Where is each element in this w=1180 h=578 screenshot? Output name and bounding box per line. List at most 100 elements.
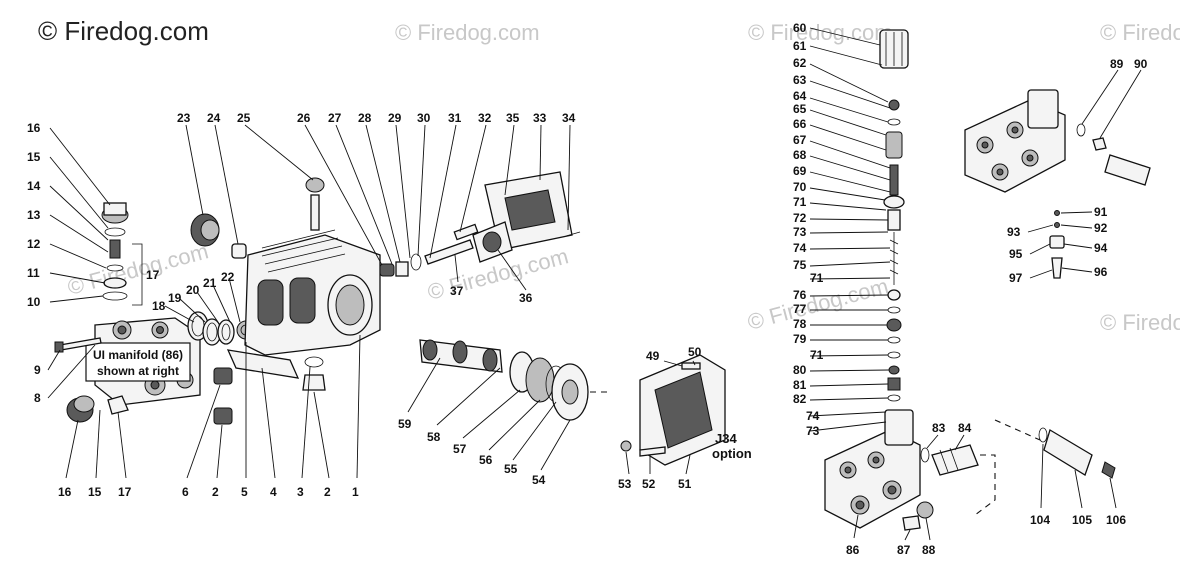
- callout-box: [85, 342, 191, 382]
- part-label: 51: [678, 477, 692, 491]
- part-label: 5: [241, 485, 248, 499]
- part-label: 90: [1134, 57, 1148, 71]
- part-label: 67: [793, 133, 807, 147]
- part-label: 8: [34, 391, 41, 405]
- part-label: 58: [427, 430, 441, 444]
- part-label: 97: [1009, 271, 1023, 285]
- part-label: 16: [58, 485, 72, 499]
- part-label: 15: [88, 485, 102, 499]
- part-label: 71: [793, 195, 807, 209]
- small-plugs: [213, 349, 326, 425]
- part-label: 64: [793, 89, 807, 103]
- part-label: 2: [212, 485, 219, 499]
- part-label: 60: [793, 21, 807, 35]
- option-line2: option: [712, 446, 752, 461]
- callout-line1: UI manifold (86): [93, 348, 183, 362]
- part-label: 82: [793, 392, 807, 406]
- part-label: 83: [932, 421, 946, 435]
- part-label: 76: [793, 288, 807, 302]
- part-label: 78: [793, 317, 807, 331]
- part-label: 18: [152, 299, 166, 313]
- part-label: 50: [688, 345, 702, 359]
- part-label: 27: [328, 111, 342, 125]
- watermark: © Firedog.com: [748, 20, 893, 45]
- part-label: 53: [618, 477, 632, 491]
- manifold-86: [824, 409, 1116, 531]
- part-label: 63: [793, 73, 807, 87]
- part-label: 34: [562, 111, 576, 125]
- connecting-rod-parts: [379, 171, 581, 277]
- part-label: 12: [27, 237, 41, 251]
- part-label: 3: [297, 485, 304, 499]
- part-label: 71: [810, 271, 824, 285]
- part-label: 54: [532, 473, 546, 487]
- watermark: © Firedog.com: [38, 16, 209, 46]
- part-label: 52: [642, 477, 656, 491]
- part-label: 28: [358, 111, 372, 125]
- j34-flange: J34 option: [620, 354, 752, 466]
- part-label: 33: [533, 111, 547, 125]
- part-label: 93: [1007, 225, 1021, 239]
- part-label: 6: [182, 485, 189, 499]
- watermark: © Firedog.com: [395, 20, 540, 45]
- part-number-labels: 16 15 14 13 12 11 10 17 9 8 16 15 17 18 …: [27, 21, 1148, 557]
- part-label: 71: [810, 348, 824, 362]
- part-label: 21: [203, 276, 217, 290]
- part-label: 24: [207, 111, 221, 125]
- watermark: © Firedog.com: [1100, 310, 1180, 335]
- part-label: 86: [846, 543, 860, 557]
- part-label: 94: [1094, 241, 1108, 255]
- part-label: 15: [27, 150, 41, 164]
- part-label: 95: [1009, 247, 1023, 261]
- part-label: 73: [793, 225, 807, 239]
- part-label: 74: [806, 409, 820, 423]
- part-label: 16: [27, 121, 41, 135]
- part-label: 91: [1094, 205, 1108, 219]
- part-label: 29: [388, 111, 402, 125]
- part-label: 96: [1094, 265, 1108, 279]
- part-label: 10: [27, 295, 41, 309]
- part-label: 79: [793, 332, 807, 346]
- part-label: 26: [297, 111, 311, 125]
- part-label: 9: [34, 363, 41, 377]
- part-label: 37: [450, 284, 464, 298]
- leader-lines: [47, 27, 1142, 541]
- part-label: 59: [398, 417, 412, 431]
- part-label: 87: [897, 543, 911, 557]
- part-label: 75: [793, 258, 807, 272]
- part-label: 32: [478, 111, 492, 125]
- crankcase: [190, 177, 381, 356]
- part-label: 49: [646, 349, 660, 363]
- watermark: © Firedog.com: [1100, 20, 1180, 45]
- part-label: 56: [479, 453, 493, 467]
- part-label: 2: [324, 485, 331, 499]
- part-label: 13: [27, 208, 41, 222]
- part-label: 73: [806, 424, 820, 438]
- part-label: 77: [793, 302, 807, 316]
- part-label: 105: [1072, 513, 1092, 527]
- seal-rings: [187, 311, 256, 346]
- part-label: 30: [417, 111, 431, 125]
- part-label: 68: [793, 148, 807, 162]
- manifold-assembly-left: UI manifold (86) shown at right: [54, 202, 201, 423]
- part-label: 62: [793, 56, 807, 70]
- part-label: 1: [352, 485, 359, 499]
- crankshaft: [419, 339, 610, 421]
- part-label: 25: [237, 111, 251, 125]
- part-label: 22: [221, 270, 235, 284]
- part-label: 106: [1106, 513, 1126, 527]
- part-label: 66: [793, 117, 807, 131]
- part-label: 88: [922, 543, 936, 557]
- part-label: 36: [519, 291, 533, 305]
- part-label: 35: [506, 111, 520, 125]
- part-label: 65: [793, 102, 807, 116]
- part-label: 69: [793, 164, 807, 178]
- option-line1: J34: [715, 431, 737, 446]
- part-label: 23: [177, 111, 191, 125]
- part-label: 81: [793, 378, 807, 392]
- part-label: 80: [793, 363, 807, 377]
- part-label: 4: [270, 485, 277, 499]
- part-label: 70: [793, 180, 807, 194]
- part-label: 17: [118, 485, 132, 499]
